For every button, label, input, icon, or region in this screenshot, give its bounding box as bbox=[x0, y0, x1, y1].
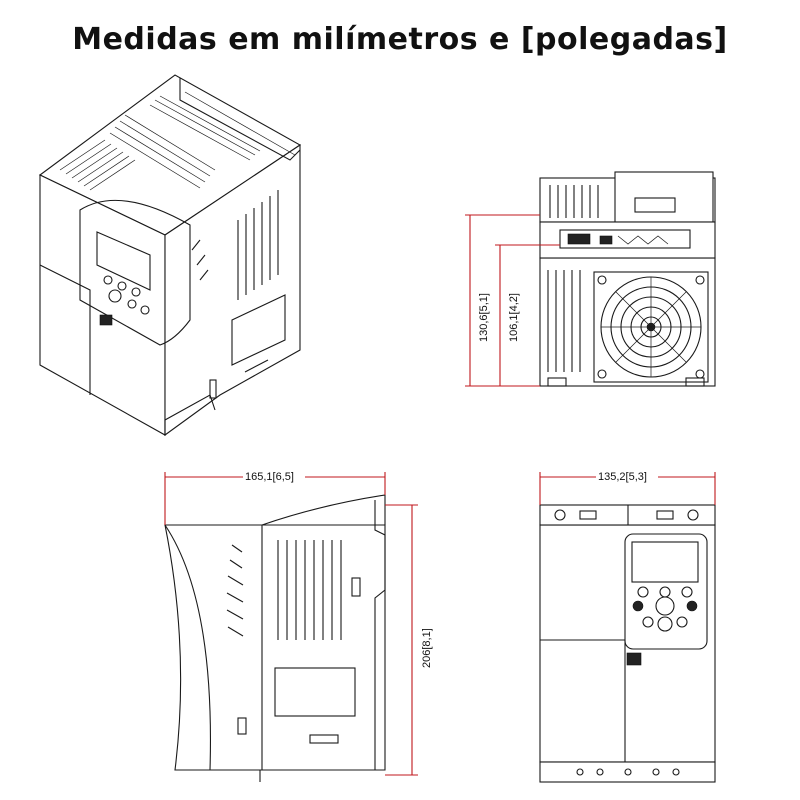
keypad bbox=[624, 533, 708, 650]
isometric-view bbox=[38, 74, 302, 437]
dim-top-total: 130,6[5,1] bbox=[478, 293, 490, 342]
keypad-buttons bbox=[103, 275, 150, 315]
dim-top-inner: 106,1[4,2] bbox=[508, 293, 520, 342]
side-dimension-height bbox=[385, 504, 418, 776]
side-vertical-vents bbox=[277, 540, 342, 640]
dim-side-width: 165,1[6,5] bbox=[245, 471, 294, 483]
top-vents bbox=[59, 95, 261, 191]
dim-height: 206[8,1] bbox=[421, 628, 433, 668]
side-slanted-vents bbox=[226, 544, 244, 637]
cooling-fan bbox=[593, 271, 709, 383]
front-view: 135,2[5,3] bbox=[539, 468, 716, 783]
top-dimension-total bbox=[465, 214, 540, 387]
top-dimension-inner bbox=[495, 244, 560, 386]
side-vents bbox=[191, 190, 279, 300]
top-view: 130,6[5,1] 106,1[4,2] bbox=[465, 171, 716, 387]
front-display-screen bbox=[631, 541, 699, 583]
page-title: Medidas em milímetros e [polegadas] bbox=[72, 22, 728, 57]
display-screen bbox=[96, 231, 151, 291]
side-view: 165,1[6,5] 206[8,1] bbox=[164, 468, 433, 782]
dim-front-width: 135,2[5,3] bbox=[598, 471, 647, 483]
